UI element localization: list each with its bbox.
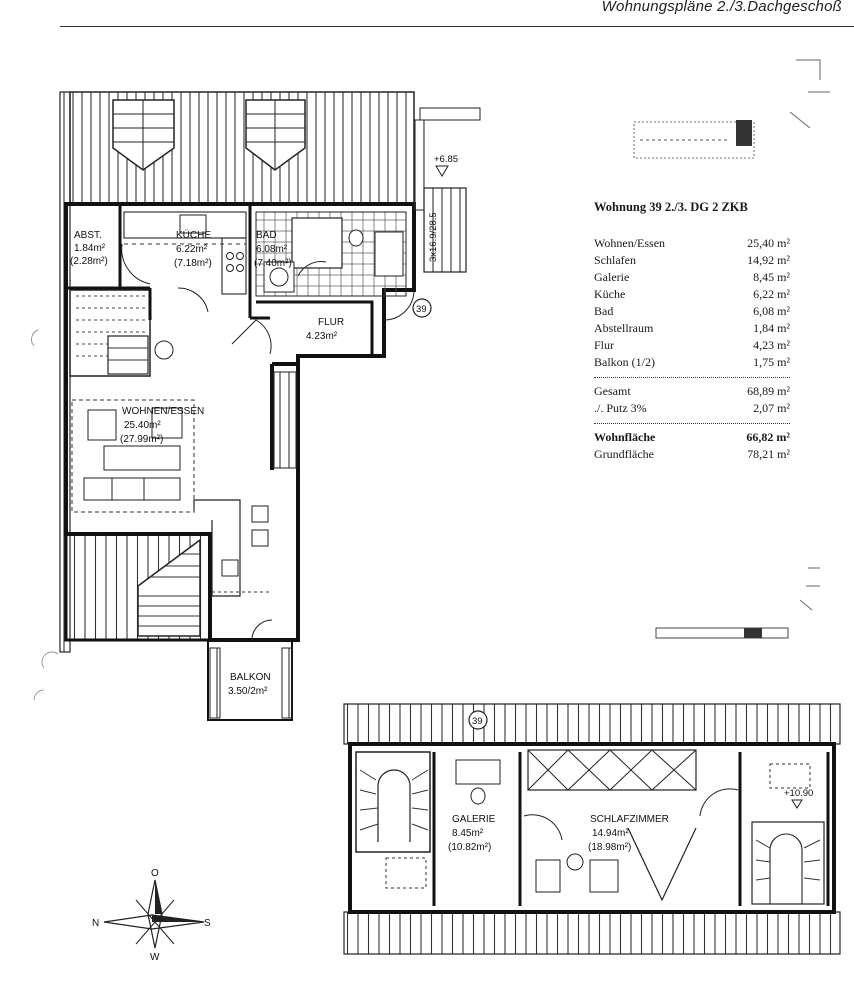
table-row: Flur 4,23 m²: [594, 337, 790, 354]
key-plan-lower: [655, 567, 820, 639]
key-plan-upper: [633, 59, 830, 159]
punch-mark-1: [30, 329, 39, 347]
stair-spec: 3x16.9/28.5: [428, 212, 439, 262]
room-abst-gross: (2.28m²): [70, 256, 108, 267]
wohnflaeche-label: Wohnfläche: [594, 430, 656, 444]
room-kueche-area: 6.22m²: [176, 244, 208, 255]
page-title: Wohnungspläne 2./3.Dachgeschoß: [601, 0, 842, 15]
row-label: Schlafen: [594, 253, 636, 267]
table-row: Bad 6,08 m²: [594, 303, 790, 320]
room-wohnen-name: WOHNEN/ESSEN: [122, 406, 204, 417]
room-galerie-area: 8.45m²: [452, 828, 484, 839]
dormer-window-left: [112, 99, 175, 171]
row-label: Küche: [594, 287, 626, 301]
row-value: 25,40 m²: [747, 236, 790, 250]
punch-mark-2: [41, 651, 59, 669]
grundflaeche-value: 78,21 m²: [747, 447, 790, 461]
putz-value: 2,07 m²: [753, 401, 790, 415]
row-label: Flur: [594, 338, 615, 352]
room-bad-name: BAD: [256, 230, 277, 241]
row-value: 6,08 m²: [753, 304, 790, 318]
level-upper: +6.85: [434, 154, 458, 165]
table-row: Küche 6,22 m²: [594, 286, 790, 303]
table-row: Galerie 8,45 m²: [594, 269, 790, 286]
room-flur-name: FLUR: [318, 317, 344, 328]
room-flur-area: 4.23m²: [306, 331, 338, 342]
room-wohnen-gross: (27.99m²): [120, 434, 163, 445]
gesamt-label: Gesamt: [594, 384, 631, 398]
room-abst-area: 1.84m²: [74, 243, 106, 254]
table-heading: Wohnung 39 2./3. DG 2 ZKB: [594, 200, 748, 214]
compass-n: N: [92, 918, 99, 929]
room-schlaf-name: SCHLAFZIMMER: [590, 814, 669, 825]
dotted-divider: [594, 377, 790, 378]
row-value: 6,22 m²: [753, 287, 790, 301]
row-value: 4,23 m²: [753, 338, 790, 352]
gesamt-value: 68,89 m²: [747, 384, 790, 398]
room-schlaf-area: 14.94m²: [592, 828, 629, 839]
compass-s: S: [204, 918, 211, 929]
table-row: Wohnen/Essen 25,40 m²: [594, 235, 790, 252]
compass-w: W: [150, 952, 160, 963]
grundflaeche-row: Grundfläche 78,21 m²: [594, 446, 790, 463]
wohnflaeche-value: 66,82 m²: [746, 430, 790, 444]
upper-floor-plan: [59, 91, 481, 721]
row-label: Galerie: [594, 270, 630, 284]
area-table: Wohnung 39 2./3. DG 2 ZKB Wohnen/Essen 25…: [594, 200, 790, 463]
staircase-upper: [69, 289, 151, 377]
putz-row: ./. Putz 3% 2,07 m²: [594, 400, 790, 417]
compass-o: O: [151, 868, 159, 879]
table-row: Balkon (1/2) 1,75 m²: [594, 354, 790, 371]
putz-label: ./. Putz 3%: [594, 401, 647, 415]
row-label: Bad: [594, 304, 614, 318]
room-balkon-area: 3.50/2m²: [228, 686, 268, 697]
room-bad-area: 6.08m²: [256, 244, 288, 255]
table-rows: Wohnen/Essen 25,40 m² Schlafen 14,92 m² Ga…: [594, 235, 790, 371]
table-row: Schlafen 14,92 m²: [594, 252, 790, 269]
level-lower: +10.90: [784, 788, 813, 799]
dormer-window-right: [245, 99, 306, 171]
punch-mark-3: [33, 689, 45, 701]
row-label: Balkon (1/2): [594, 355, 655, 369]
room-wohnen-area: 25.40m²: [124, 420, 161, 431]
title-rule: [60, 26, 854, 27]
row-value: 8,45 m²: [753, 270, 790, 284]
room-galerie-name: GALERIE: [452, 814, 496, 825]
dotted-divider: [594, 423, 790, 424]
row-label: Wohnen/Essen: [594, 236, 666, 250]
room-galerie-gross: (10.82m²): [448, 842, 491, 853]
room-balkon-name: BALKON: [230, 672, 271, 683]
room-schlaf-gross: (18.98m²): [588, 842, 631, 853]
unit-number-lower: 39: [472, 716, 483, 727]
staircase-lower: [137, 538, 201, 637]
unit-number-upper: 39: [416, 304, 427, 315]
room-bad-gross: (7.40m²): [254, 258, 292, 269]
grundflaeche-label: Grundfläche: [594, 447, 654, 461]
room-kueche-name: KÜCHE: [176, 229, 211, 241]
row-value: 1,84 m²: [753, 321, 790, 335]
gesamt-row: Gesamt 68,89 m²: [594, 383, 790, 400]
table-row: Abstellraum 1,84 m²: [594, 320, 790, 337]
compass-rose-icon: [103, 879, 205, 949]
row-value: 1,75 m²: [753, 355, 790, 369]
row-value: 14,92 m²: [747, 253, 790, 267]
room-abst-name: ABST.: [74, 230, 102, 241]
room-kueche-gross: (7.18m²): [174, 258, 212, 269]
lower-floor-plan: [343, 703, 841, 955]
row-label: Abstellraum: [594, 321, 654, 335]
wohnflaeche-row: Wohnfläche 66,82 m²: [594, 429, 790, 446]
